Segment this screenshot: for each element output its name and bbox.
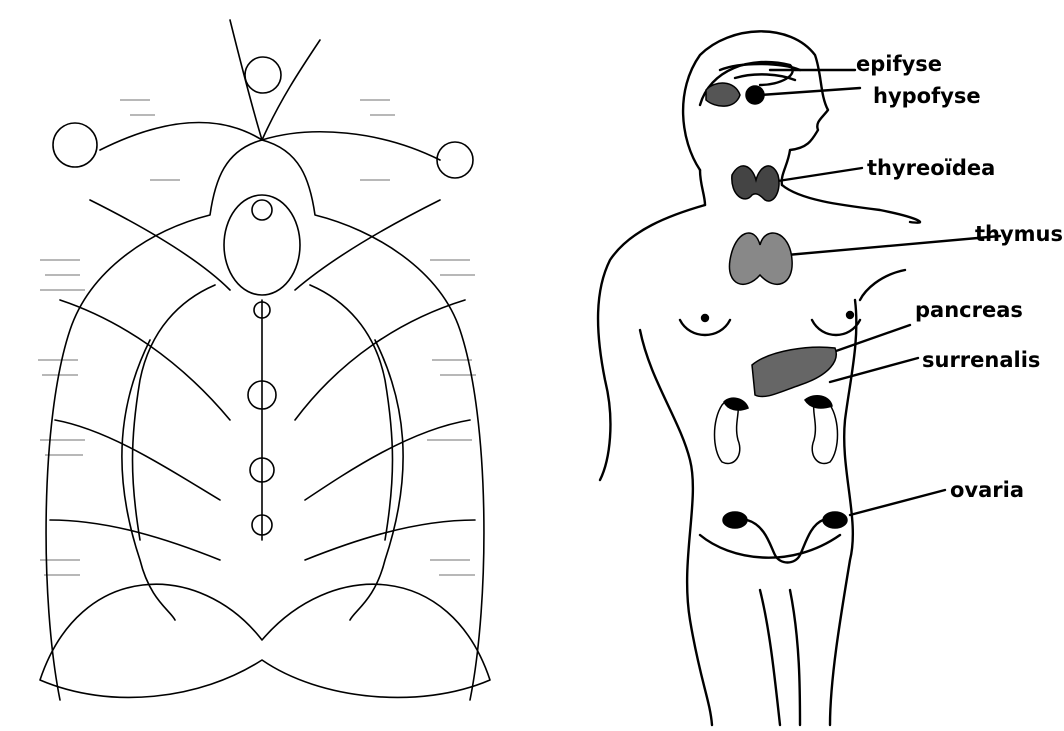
label-thymus: thymus: [975, 224, 1063, 245]
label-hypofyse: hypofyse: [873, 86, 981, 107]
label-pancreas: pancreas: [915, 300, 1023, 321]
label-epifyse: epifyse: [856, 54, 942, 75]
label-surrenalis: surrenalis: [922, 350, 1040, 371]
label-ovaria: ovaria: [950, 480, 1024, 501]
label-thyreoidea: thyreoïdea: [867, 158, 995, 179]
